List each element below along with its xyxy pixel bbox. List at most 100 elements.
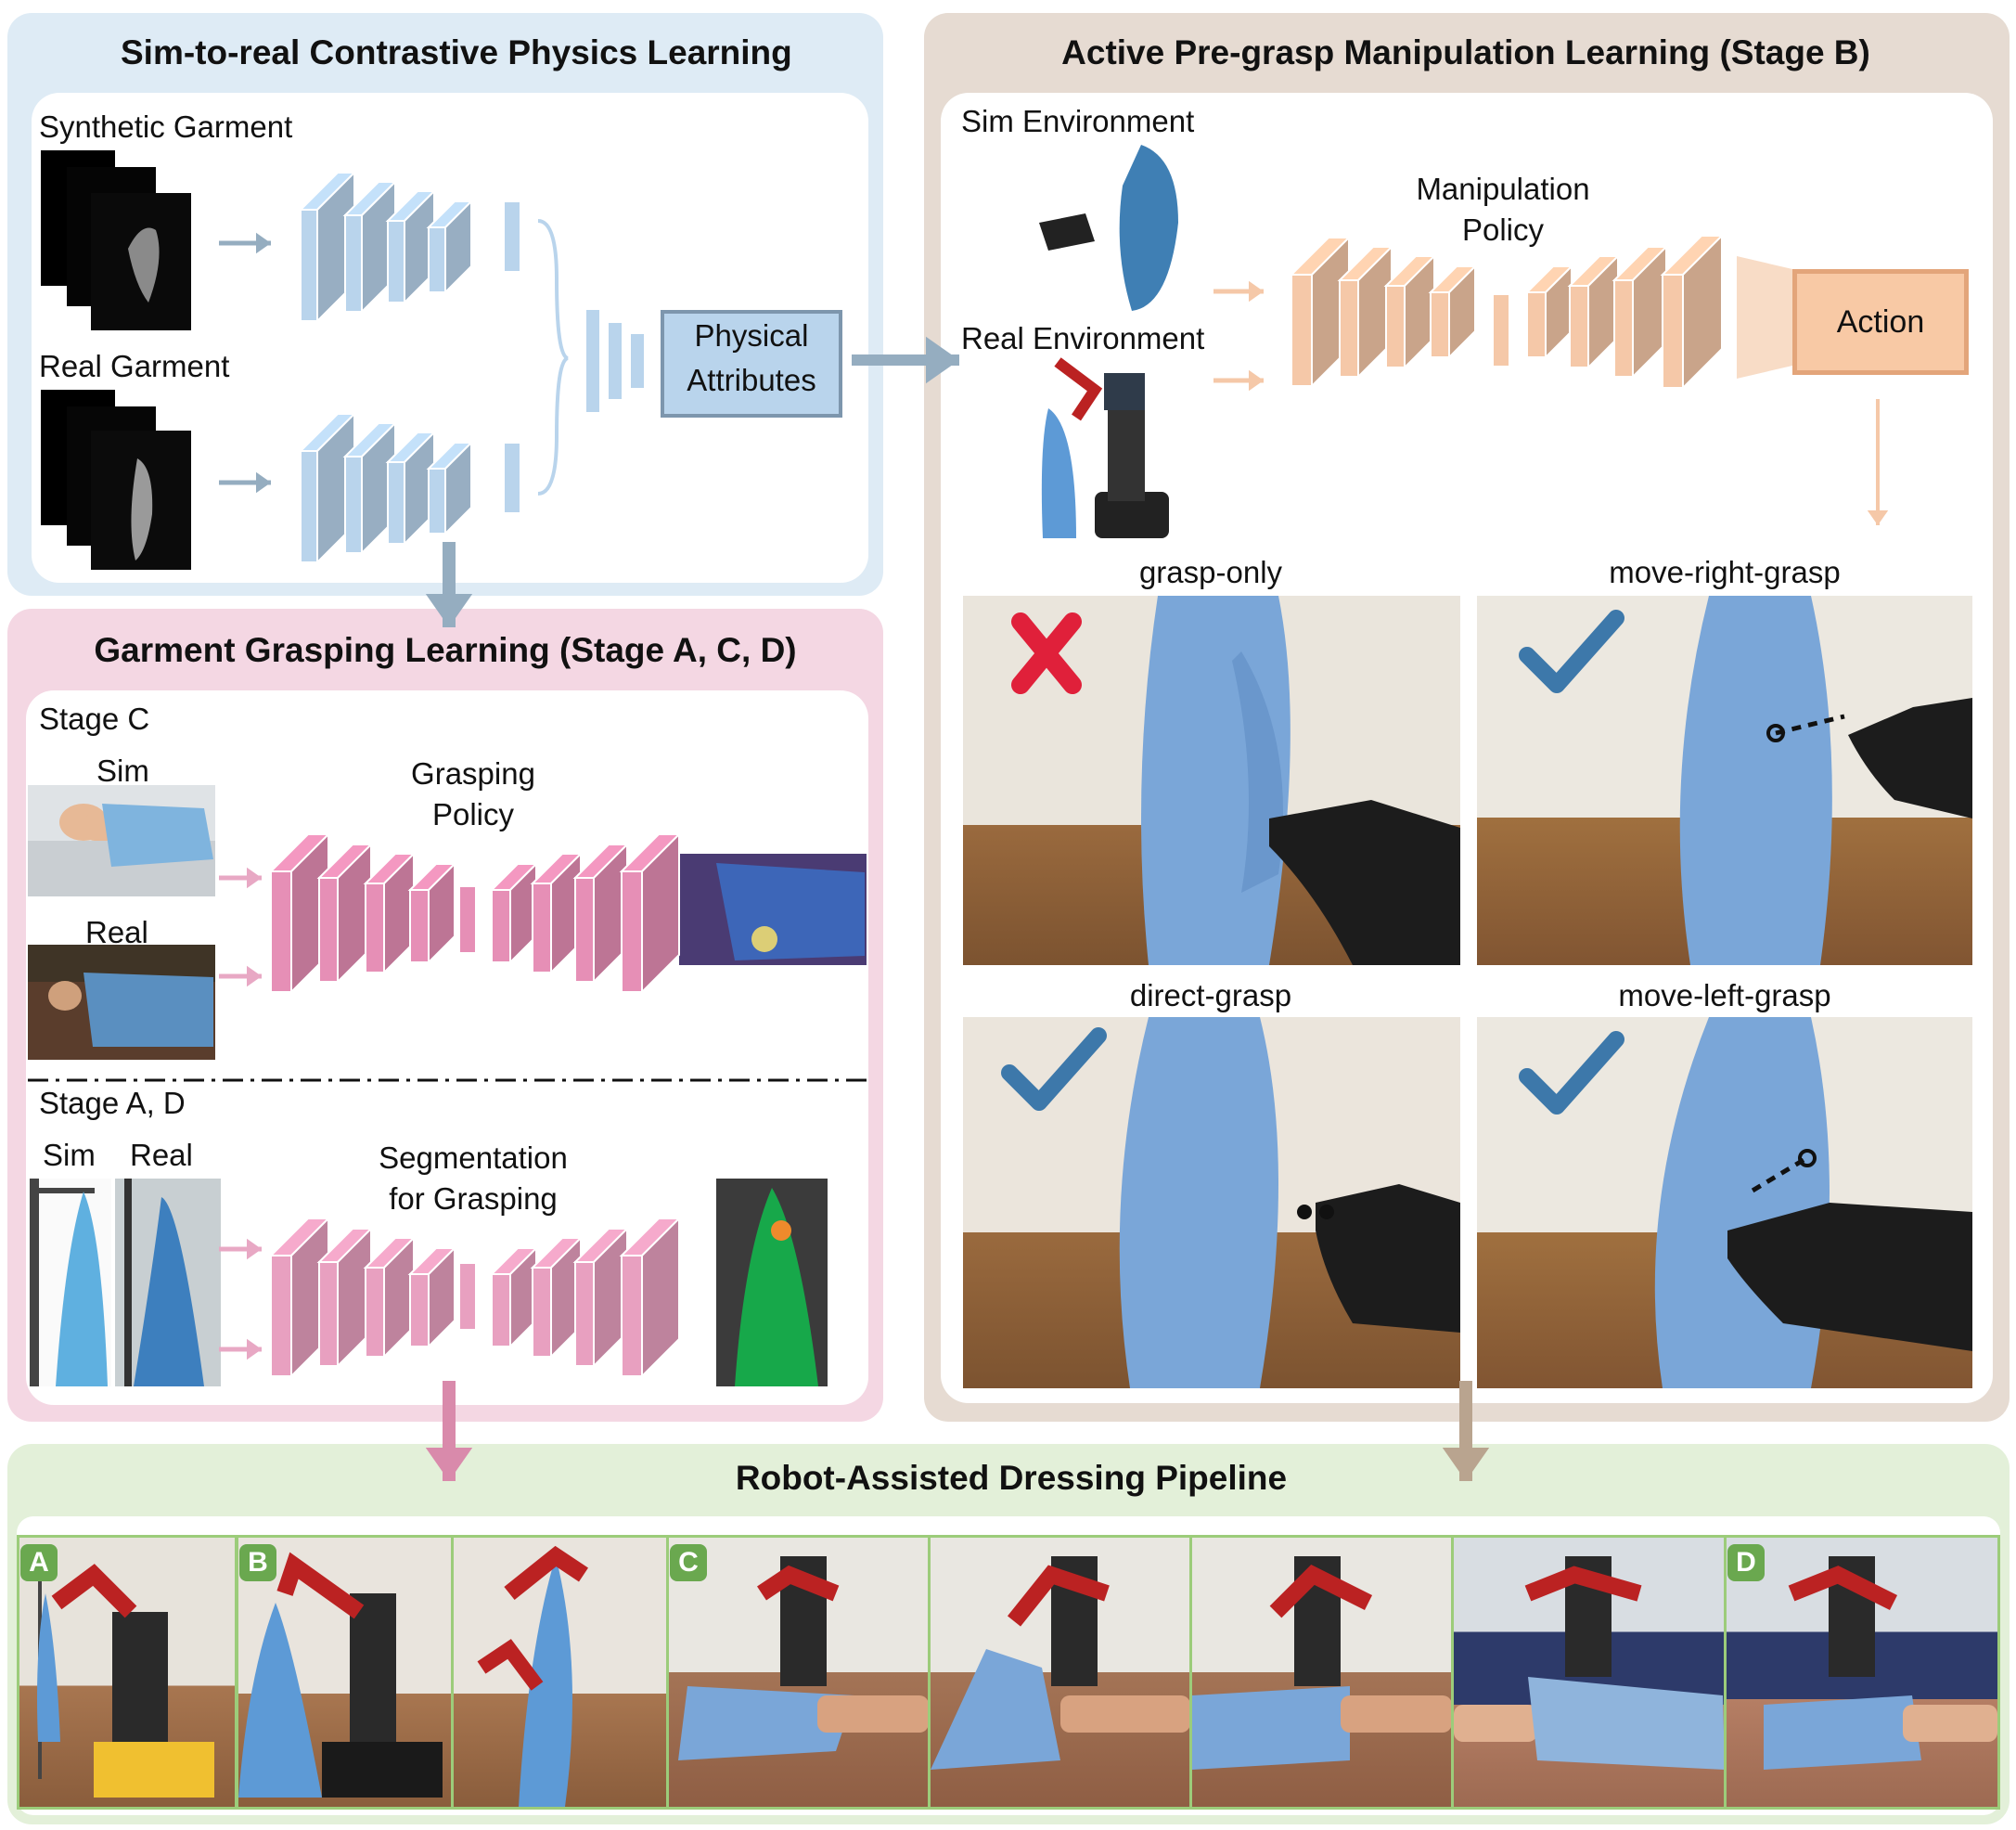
outcome-photo-direct-grasp	[963, 1017, 1460, 1388]
grasping-policy-encoder-layer-1	[316, 842, 374, 985]
pipeline-scene-c2	[928, 1535, 1193, 1810]
real-environment-image	[1039, 353, 1188, 548]
fail-cross-icon	[1011, 612, 1082, 694]
sim-env-arrow-head	[1249, 280, 1264, 303]
grasping-policy-decoder-layer-2	[572, 842, 630, 985]
manipulation-decoder-layer-0	[1524, 264, 1574, 360]
stage-c-real-arrow-head	[247, 965, 262, 987]
sim-environment-label: Sim Environment	[961, 104, 1195, 138]
segmentation-decoder-layer-0	[489, 1245, 539, 1349]
manipulation-policy-label: Manipulation Policy	[1392, 169, 1614, 251]
stage-c-real-image	[28, 945, 215, 1060]
pipeline-scene-d	[1724, 1535, 2000, 1810]
real-feature-vector	[505, 444, 520, 512]
pipeline-badge-a: A	[20, 1544, 58, 1581]
synthetic-garment-label: Synthetic Garment	[39, 110, 293, 144]
grasping-output-heatmap	[679, 854, 867, 965]
merge-brace	[537, 219, 569, 496]
segmentation-line1: Segmentation	[379, 1141, 568, 1175]
grasping-policy-decoder-layer-3	[619, 831, 682, 995]
grasping-policy-bottleneck	[460, 887, 475, 952]
grasping-policy-encoder-layer-2	[363, 851, 417, 975]
manipulation-encoder-layer-2	[1383, 253, 1437, 370]
physical-attributes-line1: Physical	[694, 318, 809, 353]
grasping-title-suffix: (Stage A, C, D)	[559, 631, 797, 669]
pipeline-scene-c3	[1189, 1535, 1455, 1810]
action-box: Action	[1792, 269, 1969, 375]
real-encoder-layer-2	[385, 430, 437, 547]
fused-layer-3	[631, 334, 644, 388]
stage-c-sim-image	[28, 785, 215, 896]
manipulation-title: Active Pre-grasp Manipulation Learning (…	[1021, 33, 1911, 72]
action-to-outcomes-arrow-head	[1867, 510, 1889, 525]
real-encoder-layer-3	[426, 440, 474, 536]
real-garment-label: Real Garment	[39, 349, 230, 383]
success-check-icon	[1001, 1027, 1107, 1111]
manipulation-encoder-layer-3	[1428, 264, 1478, 360]
outcome-label-move-right-grasp: move-right-grasp	[1609, 555, 1841, 589]
pipeline-badge-d: D	[1727, 1544, 1765, 1581]
physics-to-grasping-arrow-head	[425, 594, 473, 627]
synthetic-input-arrow-head	[256, 232, 271, 254]
segmentation-decoder-layer-3	[619, 1216, 682, 1379]
synthetic-encoder-layer-2	[385, 188, 437, 305]
fused-layer-2	[609, 323, 622, 399]
manipulation-bottleneck	[1494, 295, 1509, 366]
action-head-projection	[1737, 256, 1792, 379]
outcome-label-direct-grasp: direct-grasp	[1129, 978, 1292, 1012]
grasping-to-pipeline-arrow-head	[425, 1448, 473, 1481]
synthetic-feature-vector	[505, 202, 520, 271]
grasping-policy-label: Grasping Policy	[390, 754, 557, 835]
manipulation-title-main: Active Pre-grasp Manipulation Learning	[1061, 33, 1711, 71]
grasping-policy-line2: Policy	[431, 797, 515, 831]
grasping-policy-encoder-layer-3	[407, 861, 457, 965]
pipeline-scene-c4	[1451, 1535, 1727, 1810]
segmentation-label: Segmentation for Grasping	[362, 1138, 584, 1219]
segmentation-decoder-layer-2	[572, 1226, 630, 1369]
stage-c-label: Stage C	[39, 702, 150, 736]
stage-ad-sim-image	[28, 1179, 111, 1386]
real-environment-label: Real Environment	[961, 321, 1205, 355]
grasping-title: Garment Grasping Learning (Stage A, C, D…	[93, 631, 798, 670]
segmentation-bottleneck	[460, 1264, 475, 1329]
sim2real-title: Sim-to-real Contrastive Physics Learning	[121, 33, 792, 71]
outcome-photo-move-right-grasp	[1477, 596, 1972, 965]
pipeline-title: Robot-Assisted Dressing Pipeline	[735, 1459, 1288, 1497]
segmentation-encoder-layer-1	[316, 1226, 374, 1369]
stage-ad-real-label: Real	[130, 1138, 193, 1172]
manipulation-encoder-layer-1	[1337, 244, 1394, 380]
pipeline-scene-c1	[666, 1535, 931, 1810]
manipulation-decoder-layer-3	[1660, 233, 1725, 391]
pipeline-badge-b: B	[239, 1544, 276, 1581]
stage-ad-sim-label: Sim	[43, 1138, 96, 1172]
synthetic-encoder-layer-3	[426, 199, 474, 295]
real-env-arrow-head	[1249, 369, 1264, 392]
sim-environment-image	[1030, 139, 1188, 316]
physical-attributes-box: Physical Attributes	[661, 310, 842, 418]
stage-c-real-label: Real	[85, 915, 148, 949]
pipeline-scene-b2	[451, 1535, 670, 1810]
success-check-icon	[1519, 1031, 1624, 1115]
stage-ad-sim-arrow-head	[247, 1238, 262, 1260]
segmentation-line2: for Grasping	[389, 1181, 558, 1216]
manipulation-title-suffix: (Stage B)	[1719, 33, 1870, 71]
segmentation-encoder-layer-3	[407, 1245, 457, 1349]
outcome-label-move-left-grasp: move-left-grasp	[1618, 978, 1831, 1012]
attributes-to-manipulation-arrow-head	[926, 336, 959, 384]
manipulation-policy-line1: Manipulation	[1416, 172, 1590, 206]
stage-ad-real-arrow-head	[247, 1338, 262, 1360]
outcome-photo-grasp-only	[963, 596, 1460, 965]
segmentation-decoder-layer-1	[530, 1235, 584, 1360]
stage-ad-real-image	[115, 1179, 221, 1386]
stage-ad-label: Stage A, D	[39, 1086, 186, 1120]
action-label: Action	[1836, 304, 1925, 340]
physical-attributes-line2: Attributes	[687, 363, 816, 397]
grasping-title-main: Garment Grasping Learning	[94, 631, 550, 669]
stage-c-sim-label: Sim	[96, 754, 149, 788]
stage-c-sim-arrow-head	[247, 867, 262, 889]
manipulation-decoder-layer-2	[1612, 244, 1669, 380]
manipulation-encoder-layer-0	[1289, 235, 1352, 389]
outcome-label-grasp-only: grasp-only	[1138, 555, 1283, 589]
outcome-photo-move-left-grasp	[1477, 1017, 1972, 1388]
real-input-arrow-head	[256, 471, 271, 494]
